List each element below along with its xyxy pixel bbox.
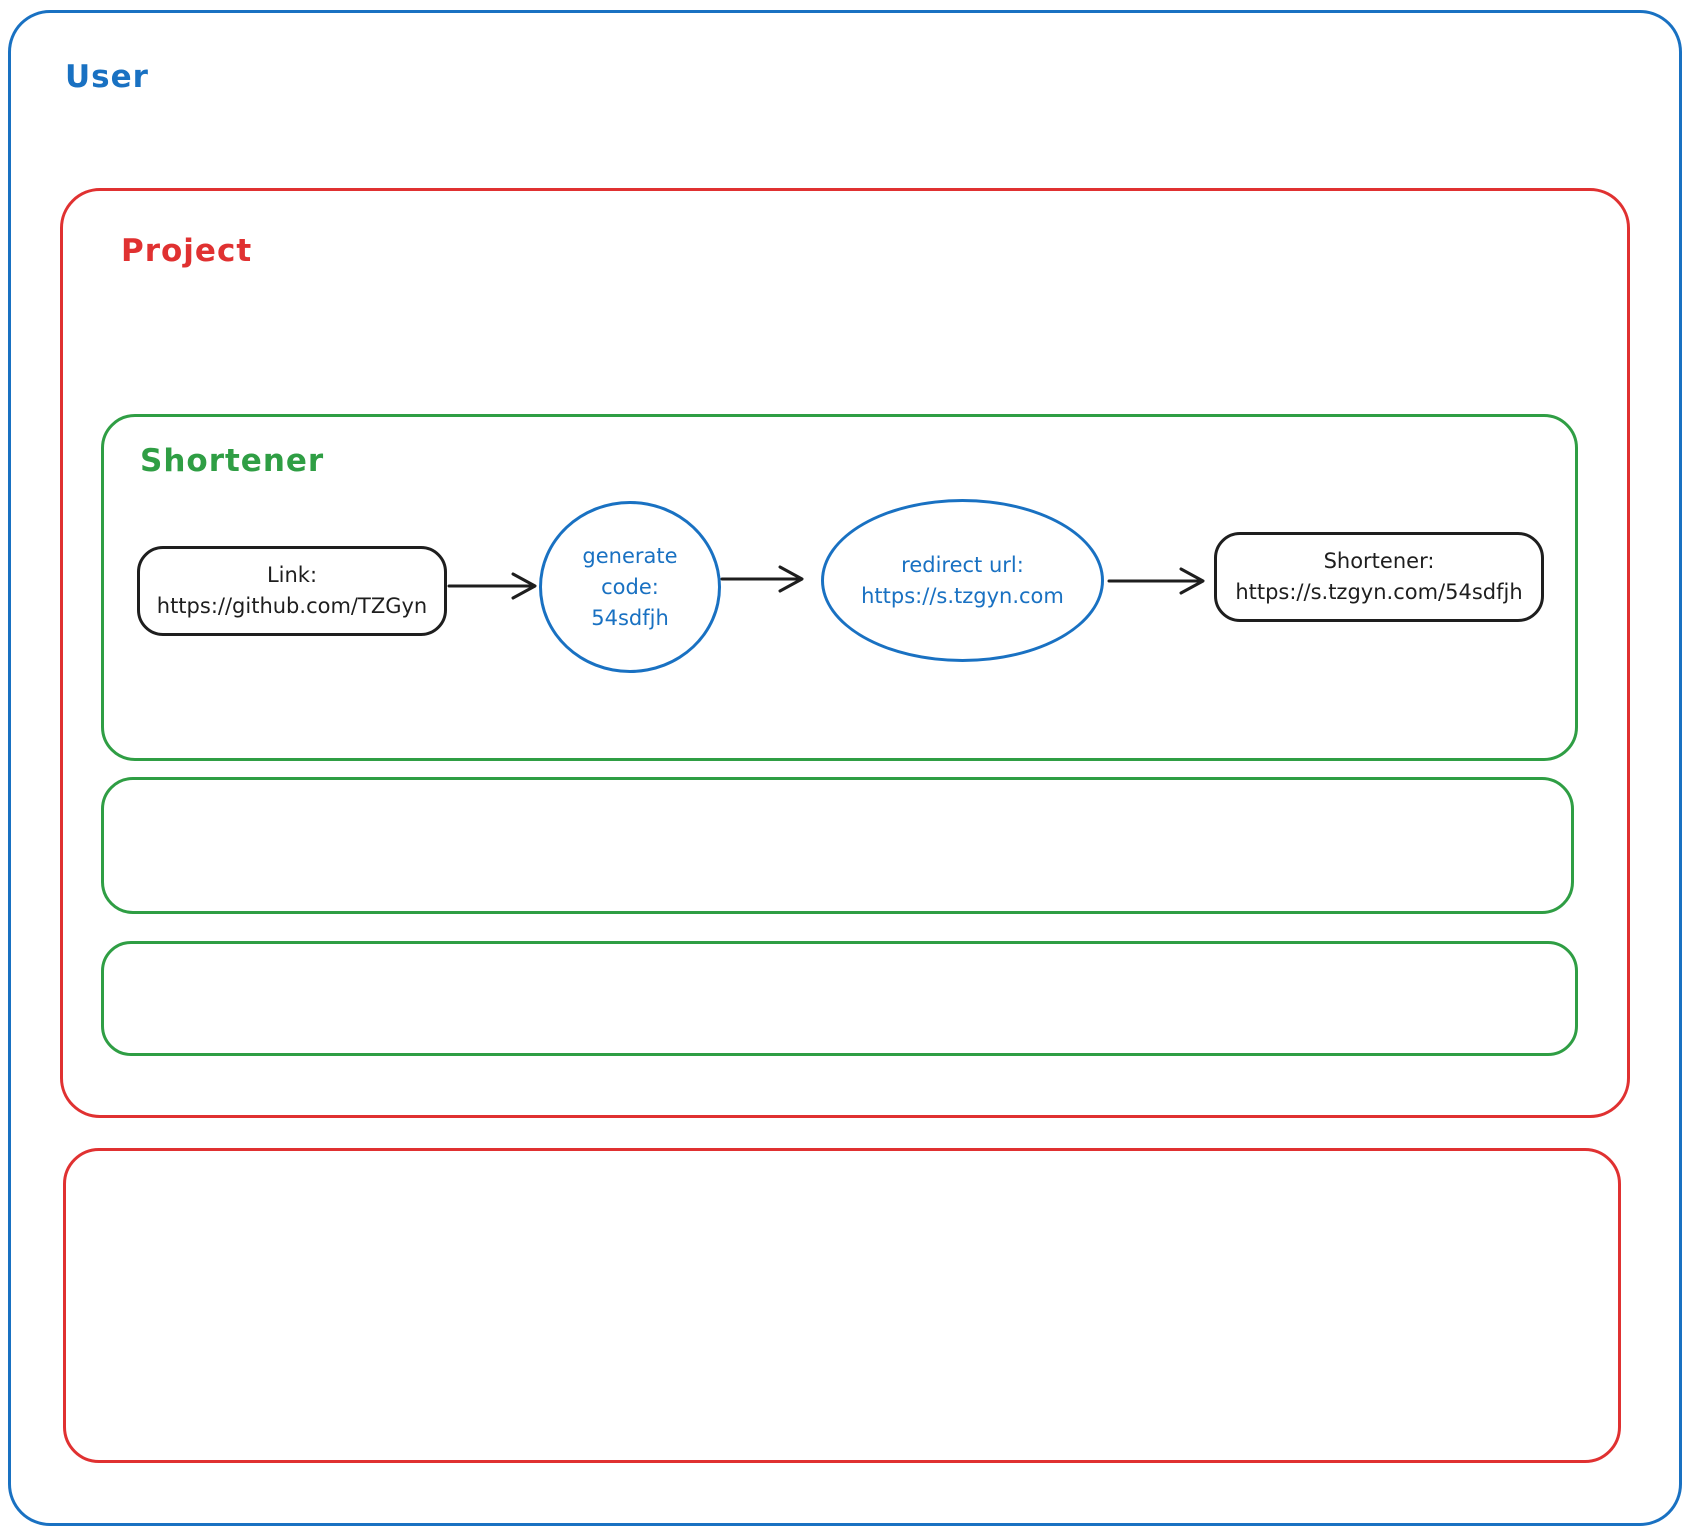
shortener-result-title: Shortener: [1323,549,1435,573]
shortener-result-url: https://s.tzgyn.com/54sdfjh [1235,580,1523,604]
project-container-box: Project Shortener Link: https://github.c… [60,188,1630,1118]
redirect-url-line1: redirect url: [901,552,1024,577]
arrow-generate-to-redirect-icon [720,562,806,596]
shortener-container-box: Shortener Link: https://github.com/TZGyn… [101,414,1578,761]
project-label: Project [121,233,253,269]
redirect-url-node: redirect url: https://s.tzgyn.com [821,499,1104,662]
link-node-title: Link: [266,563,318,587]
generate-code-line2: code: [601,574,659,599]
arrow-redirect-to-shortener-icon [1107,564,1207,598]
arrow-link-to-generate-icon [447,569,539,603]
shortener-result-node: Shortener: https://s.tzgyn.com/54sdfjh [1214,532,1544,622]
user-label: User [65,59,149,95]
link-node: Link: https://github.com/TZGyn [137,546,447,636]
user-container-box: User Project Shortener Link: https://git… [8,10,1682,1526]
empty-green-row-2 [101,941,1578,1056]
generate-code-node: generate code: 54sdfjh [539,501,721,673]
shortener-label: Shortener [140,443,325,479]
link-node-url: https://github.com/TZGyn [156,594,428,618]
generate-code-line1: generate [582,543,678,568]
empty-red-container [63,1148,1621,1463]
empty-green-row-1 [101,777,1574,914]
redirect-url-line2: https://s.tzgyn.com [861,583,1064,608]
generate-code-line3: 54sdfjh [591,605,669,630]
